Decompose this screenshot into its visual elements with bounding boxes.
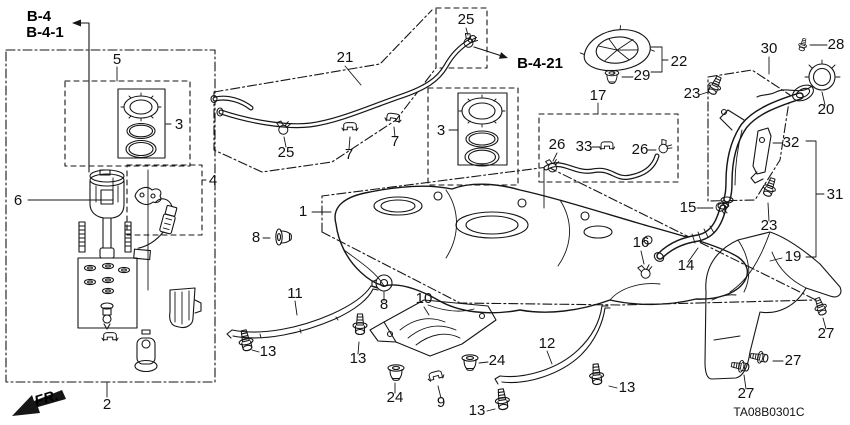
- grommet-24-left: [387, 364, 405, 381]
- locknut-gasket-set-right: [458, 94, 506, 167]
- hose-clamp-26-right: [656, 138, 675, 157]
- callout-33: 33: [576, 138, 593, 155]
- callout-21: 21: [337, 49, 354, 66]
- filler-pipe-region: [707, 69, 791, 202]
- pipe-bracket-32: [750, 127, 772, 184]
- heat-shield: [369, 299, 497, 357]
- callout-14: 14: [678, 257, 695, 274]
- feed-pipe-region: [213, 7, 488, 173]
- bolt-27-mid: [749, 349, 770, 365]
- spring-rods: [78, 221, 132, 253]
- hose-clamp-16: [636, 261, 656, 281]
- callout-27-bottom: 27: [738, 385, 755, 402]
- vent-hose: [543, 153, 660, 180]
- diagram-code: TA08B0301C: [733, 405, 804, 419]
- fuel-tank: [334, 183, 749, 314]
- fuel-pump-unit: [134, 329, 158, 373]
- callout-29: 29: [634, 67, 651, 84]
- fuel-filter-cup: [169, 287, 202, 329]
- grommet-8-left: [275, 228, 292, 246]
- callout-13-4: 13: [619, 379, 636, 396]
- splash-shield: [704, 231, 842, 380]
- bolt-13-3: [493, 387, 512, 411]
- tank-region: [321, 166, 817, 306]
- callout-6: 6: [14, 192, 22, 209]
- tank-strap-left: [226, 285, 379, 339]
- ref-front: FR.: [33, 387, 61, 410]
- callout-9: 9: [437, 394, 445, 411]
- tank-strap-right: [494, 305, 611, 385]
- pipe-clip-7-left: [341, 122, 359, 132]
- callout-23-right: 23: [761, 217, 778, 234]
- locknut-gasket-set-left: [120, 92, 162, 159]
- callout-26-right: 26: [632, 141, 649, 158]
- filler-hose: [653, 202, 729, 262]
- callout-8-left: 8: [252, 229, 260, 246]
- bolt-23-right: [760, 175, 780, 199]
- grommet-8-bottom: [371, 274, 393, 292]
- fuel-level-sender: [133, 198, 178, 261]
- callout-19: 19: [785, 248, 802, 265]
- callout-28: 28: [828, 36, 845, 53]
- callout-16: 16: [633, 234, 650, 251]
- callout-27-top: 27: [818, 325, 835, 342]
- vent-hose-box: [538, 113, 679, 183]
- callout-3-right: 3: [437, 122, 445, 139]
- grommet-24-right: [461, 354, 479, 371]
- hose-clip-33: [598, 141, 616, 151]
- callout-32: 32: [783, 134, 800, 151]
- callout-20: 20: [818, 101, 835, 118]
- callout-31: 31: [827, 186, 844, 203]
- filler-pipe: [719, 84, 814, 204]
- small-parts-kit: [77, 257, 138, 330]
- pump-assembly-outer-box: [5, 49, 216, 383]
- fuel-cap: [756, 59, 841, 98]
- ref-b4-1: B-4-1: [26, 24, 64, 41]
- pump-rings-box-right: [427, 87, 519, 186]
- callout-13-1: 13: [260, 343, 277, 360]
- callout-7-right: 7: [391, 133, 399, 150]
- ref-b4: B-4: [27, 8, 52, 25]
- callout-7-left: 7: [345, 146, 353, 163]
- clip-9: [426, 369, 446, 383]
- fuel-feed-pipe: [210, 35, 477, 129]
- callout-25-top: 25: [458, 11, 475, 28]
- callout-8-bottom: 8: [380, 296, 388, 313]
- callout-24-right: 24: [489, 352, 506, 369]
- callout-17: 17: [590, 87, 607, 104]
- callout-11: 11: [287, 285, 303, 302]
- callout-26-left: 26: [549, 136, 566, 153]
- leader-lines: [27, 19, 828, 412]
- access-cover: [579, 25, 655, 76]
- callout-25-mid: 25: [278, 144, 295, 161]
- callout-4: 4: [209, 172, 217, 189]
- reference-labels: B-4 B-4-1 B-4-21 FR. TA08B0301C: [26, 8, 805, 419]
- callout-30: 30: [761, 40, 778, 57]
- callout-24-left: 24: [387, 389, 404, 406]
- bolt-13-4: [588, 362, 605, 386]
- callout-22: 22: [671, 53, 688, 70]
- callout-27-mid: 27: [785, 352, 802, 369]
- callout-2: 2: [103, 396, 111, 413]
- retainer-clip: [134, 187, 162, 205]
- callout-1: 1: [299, 203, 307, 220]
- callout-13-3: 13: [469, 402, 486, 419]
- cover-grommet-29: [604, 69, 620, 84]
- callout-23-top: 23: [684, 85, 701, 102]
- callout-5: 5: [113, 51, 121, 68]
- front-direction-arrow: [12, 390, 66, 416]
- callout-labels: 5 3 6 4 2 21 25 25 7 7 3 22 29 17 23 30 …: [14, 11, 845, 419]
- bolt-13-2: [352, 313, 368, 336]
- callout-10: 10: [416, 290, 433, 307]
- callout-13-2: 13: [350, 350, 367, 367]
- callout-15: 15: [680, 199, 697, 216]
- pump-clip-lower: [101, 332, 119, 342]
- callout-3-left: 3: [175, 116, 183, 133]
- cap-tether-clip-28: [796, 37, 809, 53]
- callout-12: 12: [539, 335, 556, 352]
- ref-b4-21: B-4-21: [517, 55, 563, 72]
